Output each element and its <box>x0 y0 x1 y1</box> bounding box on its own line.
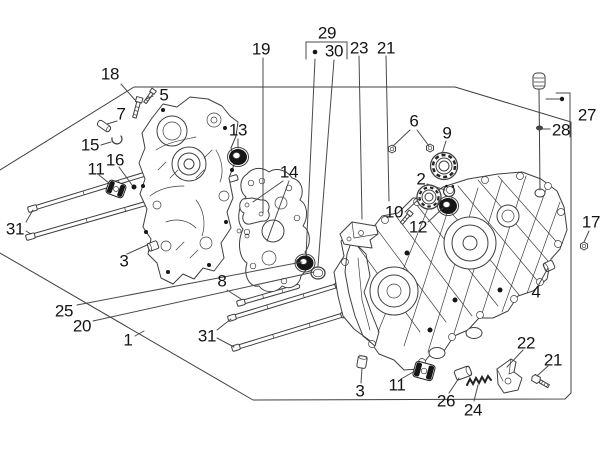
bolt-16 <box>131 184 137 190</box>
right-crankcase-half <box>333 171 568 371</box>
nut-6a <box>388 144 396 154</box>
bushing-3-left <box>146 240 160 252</box>
callout-9: 9 <box>442 123 452 143</box>
dowel-pin-7 <box>96 119 112 133</box>
nut-6b <box>426 143 434 153</box>
callout-3-left: 3 <box>119 251 129 271</box>
callout-10: 10 <box>384 202 404 222</box>
callout-13: 13 <box>228 120 248 140</box>
callout-12: 12 <box>408 217 428 237</box>
callout-18: 18 <box>100 64 120 84</box>
callout-8: 8 <box>217 271 227 291</box>
callout-2: 2 <box>416 169 426 189</box>
callout-5: 5 <box>159 85 169 105</box>
bolt-21-top <box>399 209 414 225</box>
callout-7: 7 <box>116 104 126 124</box>
callout-4: 4 <box>531 282 541 302</box>
bracket-22 <box>496 358 523 394</box>
rubber-roller-11-bottom <box>412 360 436 382</box>
bolt-21-bottom <box>531 373 550 389</box>
rubber-roller-11 <box>105 179 127 199</box>
callout-28: 28 <box>551 120 571 140</box>
circlip-15 <box>111 135 123 145</box>
callout-23: 23 <box>349 38 369 58</box>
callout-26: 26 <box>436 391 456 411</box>
engine-mount-arm <box>344 239 380 347</box>
bearing-9 <box>429 151 459 181</box>
bolt-5 <box>143 87 157 105</box>
callout-25: 25 <box>54 301 74 321</box>
callout-3-bottom: 3 <box>355 381 365 401</box>
callout-31-bottom: 31 <box>197 326 217 346</box>
frame-border <box>0 86 572 401</box>
callout-19: 19 <box>251 39 271 59</box>
centre-seal-group <box>294 209 414 280</box>
oil-dipstick-27 <box>532 72 546 191</box>
bullet-dot-27 <box>559 96 565 102</box>
circlip-2 <box>442 184 456 198</box>
callout-27: 27 <box>577 105 597 125</box>
callout-20: 20 <box>72 316 92 336</box>
callout-30: 30 <box>324 41 344 61</box>
callout-21-top: 21 <box>376 38 396 58</box>
o-ring-29 <box>310 266 326 280</box>
callout-31-left: 31 <box>5 219 25 239</box>
small-gasket <box>239 197 270 225</box>
bottom-small-parts <box>356 355 550 394</box>
callout-6: 6 <box>409 111 419 131</box>
callout-22: 22 <box>516 333 536 353</box>
right-small-parts <box>388 72 588 273</box>
plug-4 <box>542 259 556 273</box>
o-ring-28 <box>536 125 543 131</box>
sleeve-26 <box>453 365 473 381</box>
left-crankcase-half <box>138 96 239 285</box>
leader-lines <box>25 41 590 402</box>
nut-17 <box>580 241 588 251</box>
callout-11-bottom: 11 <box>388 375 406 395</box>
callout-17: 17 <box>581 212 600 232</box>
bolt-18 <box>132 96 144 119</box>
callout-14: 14 <box>279 162 299 182</box>
callout-11-left: 11 <box>87 159 105 179</box>
bushing-3-bottom <box>356 355 368 369</box>
spring-24 <box>466 374 492 387</box>
oil-seal-13 <box>227 147 249 167</box>
left-small-parts <box>96 87 249 252</box>
bullet-dot <box>312 49 318 55</box>
callout-21-bottom: 21 <box>543 350 563 370</box>
bearing-10 <box>416 184 442 210</box>
callout-15: 15 <box>80 135 100 155</box>
bracket-23 <box>339 221 379 249</box>
callout-24: 24 <box>463 400 483 420</box>
callout-16: 16 <box>105 150 125 170</box>
gasket <box>236 167 310 293</box>
callout-29: 29 <box>317 23 337 43</box>
callout-1: 1 <box>123 330 133 350</box>
oil-seal-12 <box>437 196 459 216</box>
